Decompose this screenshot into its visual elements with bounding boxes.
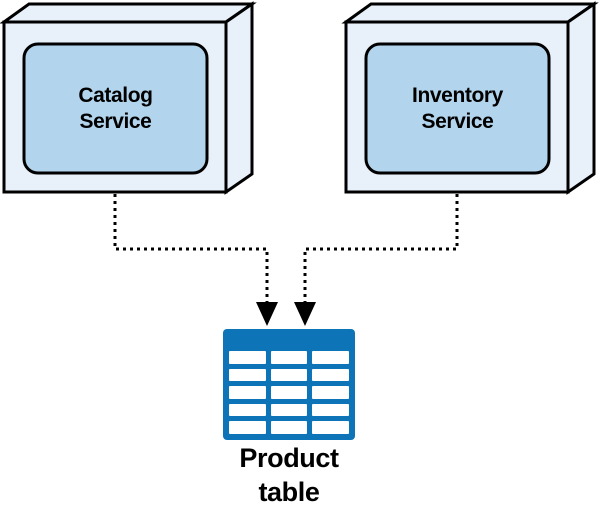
table-cell: [229, 421, 266, 434]
inventory-service-label: Inventory Service: [412, 83, 503, 133]
table-cell: [312, 403, 349, 417]
table-cell: [312, 351, 349, 364]
catalog-service-box-icon: [0, 1, 257, 195]
table-cell: [270, 351, 308, 364]
connector-inventory-to-table: [294, 194, 459, 326]
product-table-label: Product table: [239, 443, 339, 507]
table-cell: [229, 403, 266, 417]
table-cell: [312, 368, 349, 382]
table-cell: [312, 421, 349, 434]
table-cell: [270, 403, 308, 417]
connector-catalog-dotted-line: [113, 194, 269, 302]
table-cell: [229, 386, 266, 399]
table-cell: [312, 386, 349, 399]
table-cell: [270, 368, 308, 382]
connector-catalog-to-table: [113, 194, 278, 326]
inventory-box-inner-panel: [364, 42, 551, 175]
table-cell: [229, 351, 266, 364]
product-table-icon: [223, 329, 355, 440]
catalog-box-side-face: [224, 1, 254, 195]
table-cell: [270, 421, 308, 434]
connector-inventory-arrowhead-icon: [294, 302, 316, 326]
inventory-service-box-icon: [341, 1, 599, 195]
inventory-box-side-face: [566, 1, 596, 195]
inventory-box-top-face: [341, 2, 599, 24]
catalog-box-inner-panel: [22, 42, 209, 175]
connector-inventory-dotted-line: [303, 194, 459, 302]
table-cell: [270, 386, 308, 399]
catalog-box-top-face: [0, 2, 257, 24]
catalog-service-label: Catalog Service: [78, 83, 153, 133]
connector-catalog-arrowhead-icon: [256, 302, 278, 326]
table-cell: [229, 368, 266, 382]
